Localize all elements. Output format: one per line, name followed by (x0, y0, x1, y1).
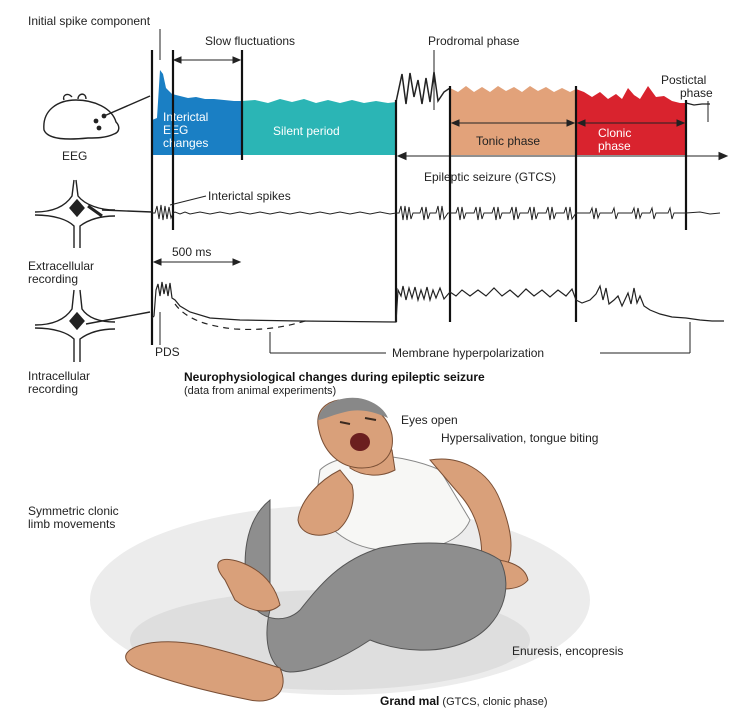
intracellular-trace (151, 281, 724, 323)
prodromal-trace (395, 71, 451, 105)
tonic-phase-label: Tonic phase (476, 134, 540, 148)
interictal-label-2: EEG (163, 123, 188, 137)
initial-spike-label: Initial spike component (28, 14, 151, 28)
intracellular-label-2: recording (28, 382, 78, 396)
interictal-spikes-label: Interictal spikes (208, 189, 291, 203)
grand-mal-illustration (90, 397, 590, 702)
silent-period-block (242, 99, 396, 155)
tonic-clonic-arrows (450, 119, 686, 127)
silent-period-label: Silent period (273, 124, 340, 138)
clonic-phase-block (576, 86, 686, 155)
eyes-open-label: Eyes open (401, 413, 458, 427)
intracellular-neuron-icon (34, 289, 151, 362)
extracellular-label-1: Extracellular (28, 259, 94, 273)
hyperpolarization-bracket (269, 322, 691, 354)
hypersalivation-label: Hypersalivation, tongue biting (441, 431, 598, 445)
eeg-head-icon (43, 93, 151, 140)
membrane-hyper-label: Membrane hyperpolarization (392, 346, 544, 360)
eeg-label: EEG (62, 149, 87, 163)
interictal-label-1: Interictal (163, 110, 208, 124)
intracellular-label-1: Intracellular (28, 369, 90, 383)
seizure-arrow (396, 151, 729, 161)
postictal-label-1: Postictal (661, 73, 706, 87)
slow-fluctuations-label: Slow fluctuations (205, 34, 295, 48)
postictal-trace (685, 102, 710, 106)
diagram-subtitle: (data from animal experiments) (184, 385, 336, 397)
symmetric-label-1: Symmetric clonic (28, 504, 119, 518)
vertical-markers (150, 50, 688, 345)
extracellular-neuron-icon (34, 179, 153, 248)
prodromal-label: Prodromal phase (428, 34, 520, 48)
hyperpolarization-dashed (174, 303, 309, 331)
grand-mal-rest: (GTCS, clonic phase) (439, 696, 547, 708)
epileptic-seizure-label: Epileptic seizure (GTCS) (424, 170, 556, 184)
interictal-spikes-pointer (169, 195, 207, 206)
clonic-label-2: phase (598, 139, 631, 153)
grand-mal-caption: Grand mal (GTCS, clonic phase) (380, 694, 548, 708)
ms500-arrow (152, 258, 242, 266)
pds-label: PDS (155, 345, 180, 359)
tonic-phase-block (450, 86, 576, 155)
grand-mal-bold: Grand mal (380, 694, 439, 708)
extracellular-trace (152, 204, 721, 221)
enuresis-label: Enuresis, encopresis (512, 644, 623, 658)
symmetric-label-2: limb movements (28, 517, 115, 531)
diagram-title: Neurophysiological changes during epilep… (184, 370, 485, 384)
interictal-eeg-block (152, 70, 242, 155)
extracellular-label-2: recording (28, 272, 78, 286)
interictal-label-3: changes (163, 136, 208, 150)
clonic-label-1: Clonic (598, 126, 631, 140)
ms500-label: 500 ms (172, 245, 211, 259)
postictal-label-2: phase (680, 86, 713, 100)
slow-fluctuations-arrow (172, 56, 242, 64)
